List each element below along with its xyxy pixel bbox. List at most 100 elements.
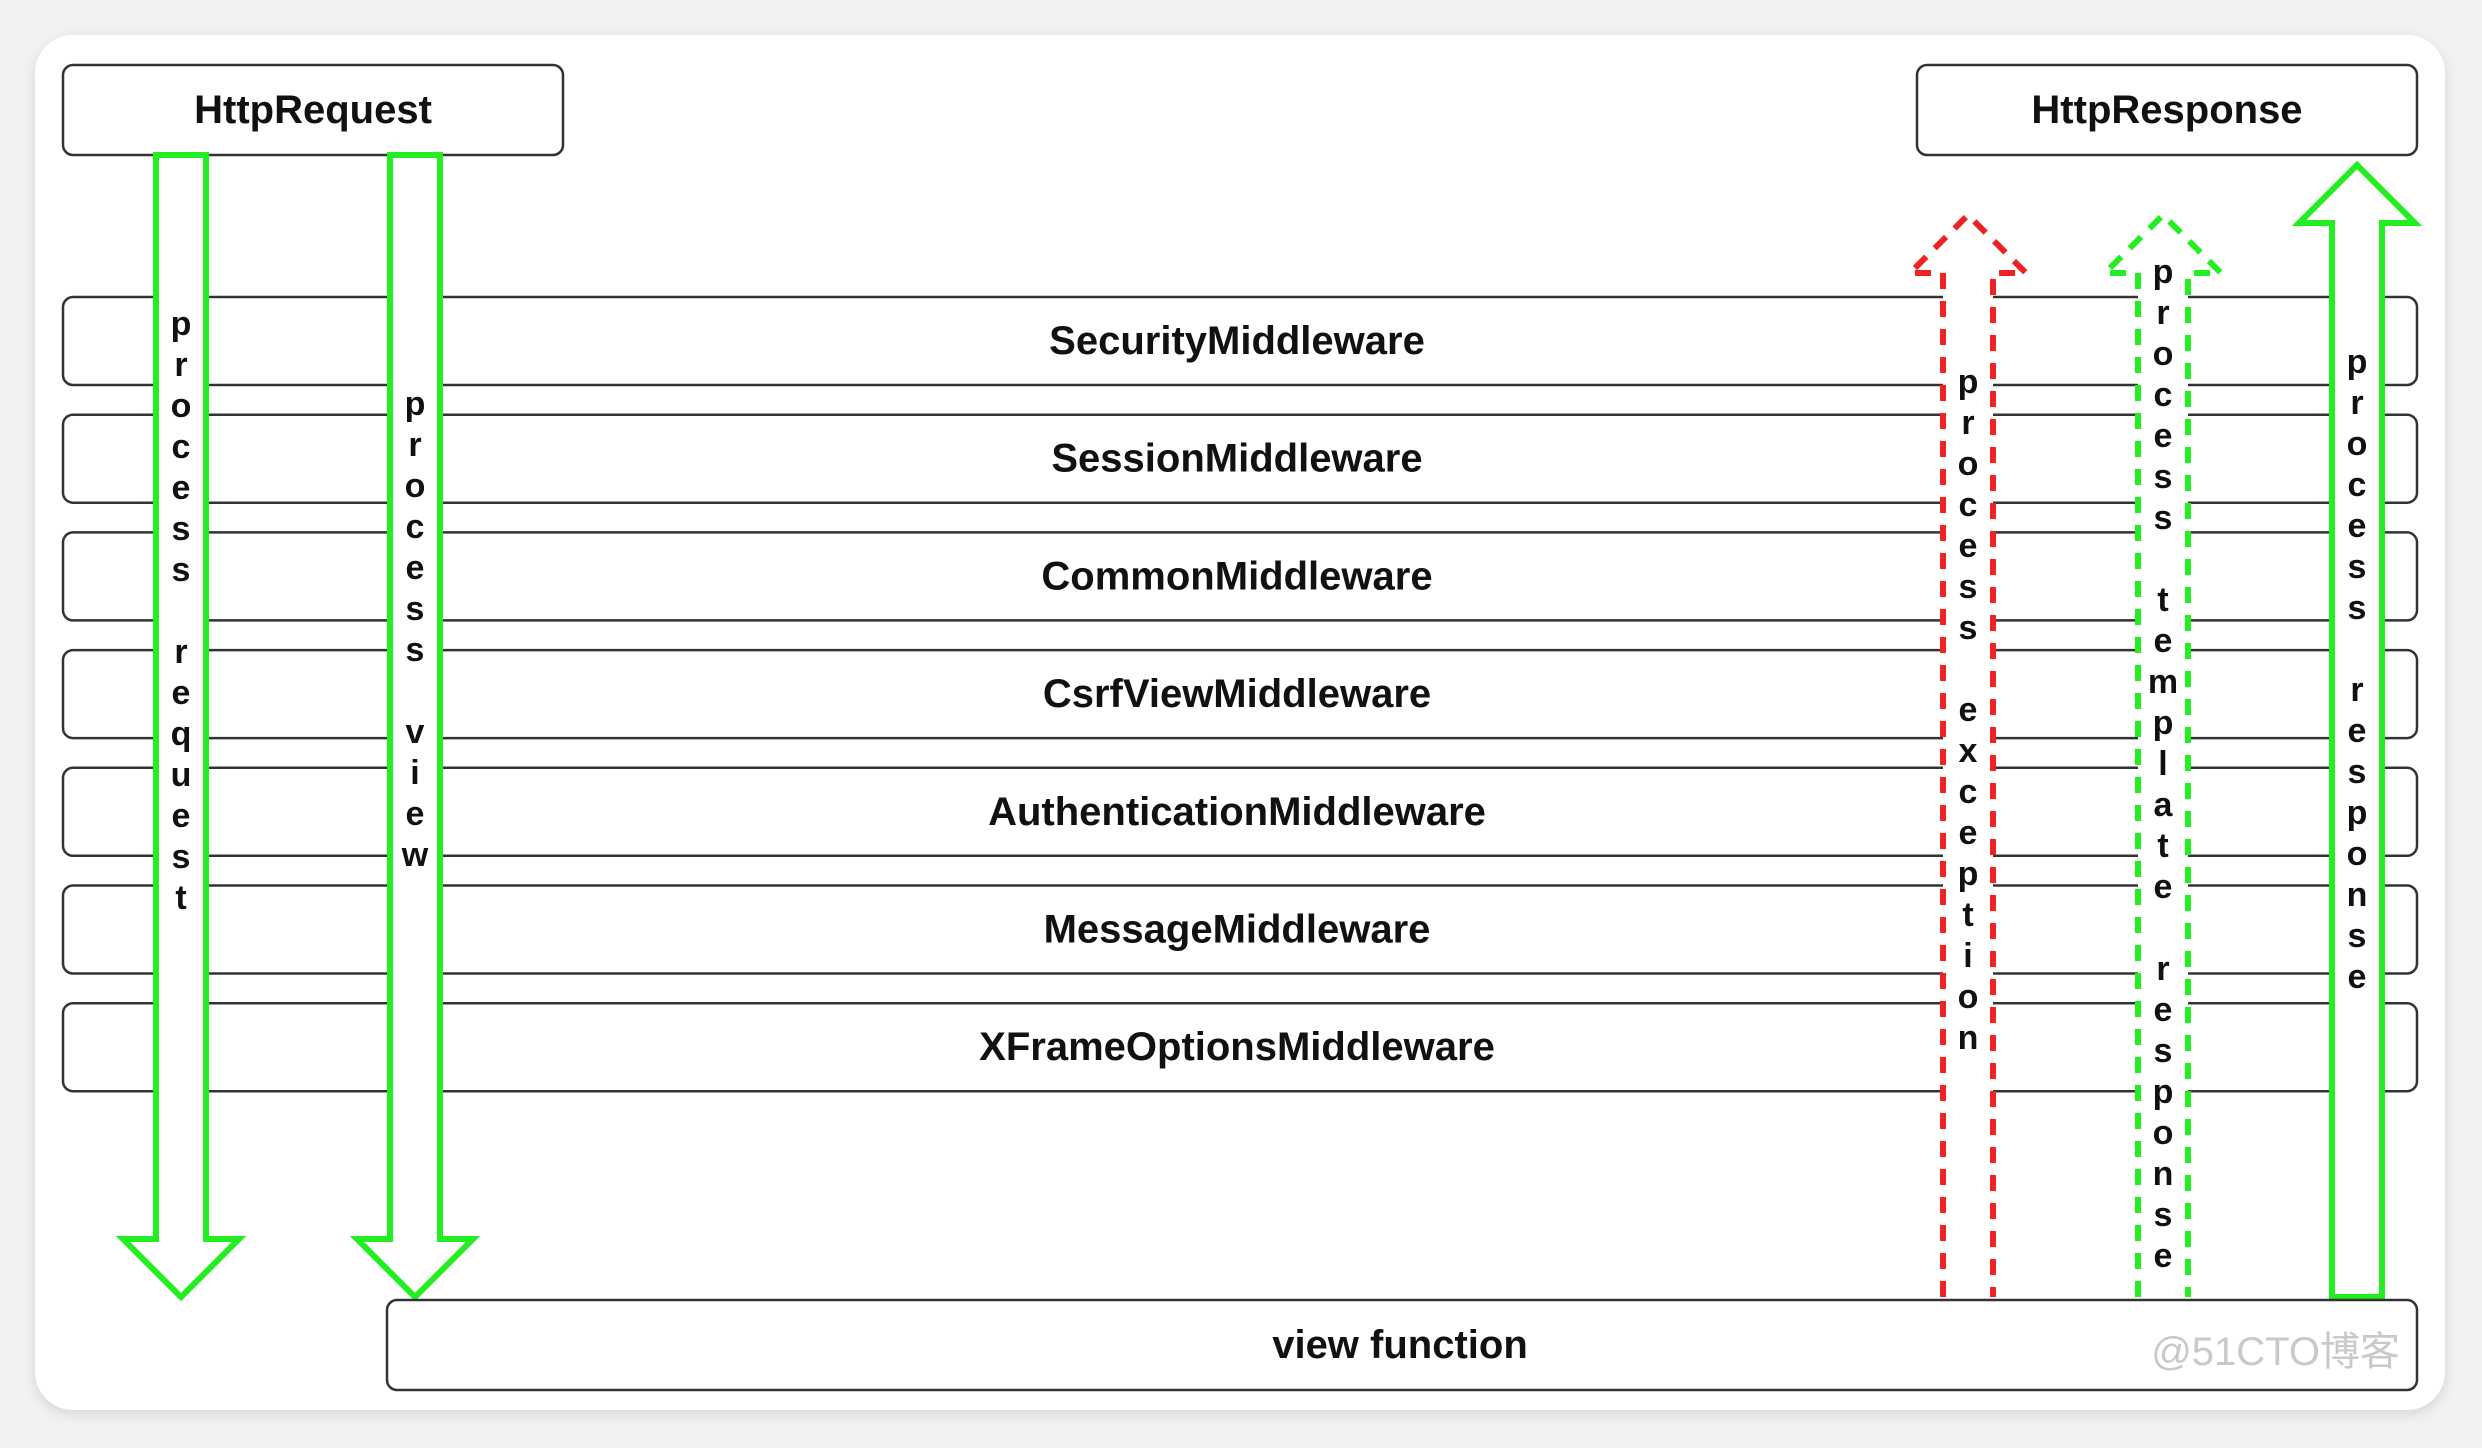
svg-text:s: s (172, 551, 191, 589)
svg-text:t: t (1962, 896, 1973, 934)
svg-text:c: c (172, 428, 191, 466)
svg-text:p: p (2347, 794, 2368, 832)
middleware-label: AuthenticationMiddleware (988, 790, 1486, 834)
svg-text:r: r (408, 426, 421, 464)
svg-text:s: s (1959, 609, 1978, 647)
svg-text:t: t (2157, 581, 2168, 619)
svg-text:o: o (2153, 335, 2174, 373)
svg-text:m: m (2148, 663, 2178, 701)
svg-text:o: o (1958, 445, 1979, 483)
svg-text:s: s (2348, 548, 2367, 586)
svg-text:e: e (2154, 417, 2173, 455)
svg-text:e: e (1959, 814, 1978, 852)
svg-text:r: r (2350, 671, 2363, 709)
svg-text:l: l (2158, 745, 2167, 783)
svg-text:e: e (1959, 527, 1978, 565)
svg-text:r: r (2350, 384, 2363, 422)
svg-text:s: s (172, 510, 191, 548)
svg-text:s: s (172, 838, 191, 876)
http-request-label: HttpRequest (194, 88, 432, 132)
middleware-label: XFrameOptionsMiddleware (979, 1025, 1495, 1069)
svg-text:e: e (406, 549, 425, 587)
svg-text:e: e (172, 674, 191, 712)
middleware-layer: CsrfViewMiddleware (61, 648, 2419, 740)
svg-text:n: n (1958, 1019, 1979, 1057)
svg-text:p: p (2153, 1073, 2174, 1111)
svg-text:s: s (2348, 589, 2367, 627)
middleware-label: SecurityMiddleware (1049, 319, 1425, 363)
svg-text:e: e (406, 795, 425, 833)
middleware-layer: SecurityMiddleware (61, 295, 2419, 387)
middleware-layer: SessionMiddleware (61, 413, 2419, 504)
svg-text:c: c (1959, 486, 1978, 524)
svg-text:e: e (172, 469, 191, 507)
svg-text:v: v (406, 713, 425, 751)
svg-text:o: o (405, 467, 426, 505)
middleware-layer: MessageMiddleware (61, 884, 2419, 975)
svg-text:o: o (2153, 1114, 2174, 1152)
middleware-label: MessageMiddleware (1044, 908, 1431, 952)
svg-text:o: o (2347, 835, 2368, 873)
middleware-label: CsrfViewMiddleware (1043, 672, 1431, 716)
svg-text:e: e (2154, 622, 2173, 660)
svg-text:s: s (2154, 1196, 2173, 1234)
svg-text:a: a (2154, 786, 2174, 824)
svg-text:q: q (171, 715, 192, 753)
svg-text:e: e (2348, 712, 2367, 750)
svg-text:o: o (1958, 978, 1979, 1016)
svg-text:r: r (1961, 404, 1974, 442)
svg-text:s: s (1959, 568, 1978, 606)
svg-text:r: r (2156, 294, 2169, 332)
svg-text:o: o (171, 387, 192, 425)
svg-text:p: p (2153, 253, 2174, 291)
middleware-layer: CommonMiddleware (61, 531, 2419, 622)
svg-text:p: p (171, 305, 192, 343)
middleware-flow-diagram: SecurityMiddlewareSessionMiddlewareCommo… (61, 63, 2423, 1392)
http-response-box: HttpResponse (1915, 63, 2419, 157)
svg-text:i: i (410, 754, 419, 792)
svg-text:c: c (1959, 773, 1978, 811)
svg-text:t: t (175, 879, 186, 917)
svg-text:c: c (2348, 466, 2367, 504)
svg-text:e: e (172, 797, 191, 835)
svg-text:c: c (2154, 376, 2173, 414)
http-response-label: HttpResponse (2031, 88, 2302, 132)
svg-text:p: p (1958, 855, 1979, 893)
http-request-box: HttpRequest (61, 63, 565, 157)
watermark: @51CTO博客 (2151, 1330, 2400, 1374)
svg-text:t: t (2157, 827, 2168, 865)
svg-text:x: x (1959, 732, 1978, 770)
middleware-label: SessionMiddleware (1051, 437, 1422, 481)
svg-text:r: r (174, 633, 187, 671)
view-function-label: view function (1272, 1323, 1528, 1367)
svg-text:p: p (1958, 363, 1979, 401)
svg-text:e: e (2348, 507, 2367, 545)
svg-text:s: s (406, 590, 425, 628)
middleware-layer: AuthenticationMiddleware (61, 766, 2419, 858)
middleware-layer: XFrameOptionsMiddleware (61, 1001, 2419, 1093)
svg-text:s: s (2348, 917, 2367, 955)
svg-text:i: i (1963, 937, 1972, 975)
svg-text:w: w (401, 836, 429, 874)
svg-text:e: e (2154, 868, 2173, 906)
svg-text:s: s (2154, 499, 2173, 537)
svg-text:r: r (2156, 950, 2169, 988)
svg-text:p: p (405, 385, 426, 423)
svg-text:n: n (2153, 1155, 2174, 1193)
svg-text:c: c (406, 508, 425, 546)
svg-text:e: e (2348, 958, 2367, 996)
middleware-layers: SecurityMiddlewareSessionMiddlewareCommo… (61, 295, 2419, 1093)
svg-text:p: p (2347, 343, 2368, 381)
svg-text:r: r (174, 346, 187, 384)
svg-text:u: u (171, 756, 192, 794)
middleware-label: CommonMiddleware (1041, 554, 1432, 598)
svg-text:s: s (2154, 458, 2173, 496)
svg-text:s: s (406, 631, 425, 669)
svg-text:o: o (2347, 425, 2368, 463)
